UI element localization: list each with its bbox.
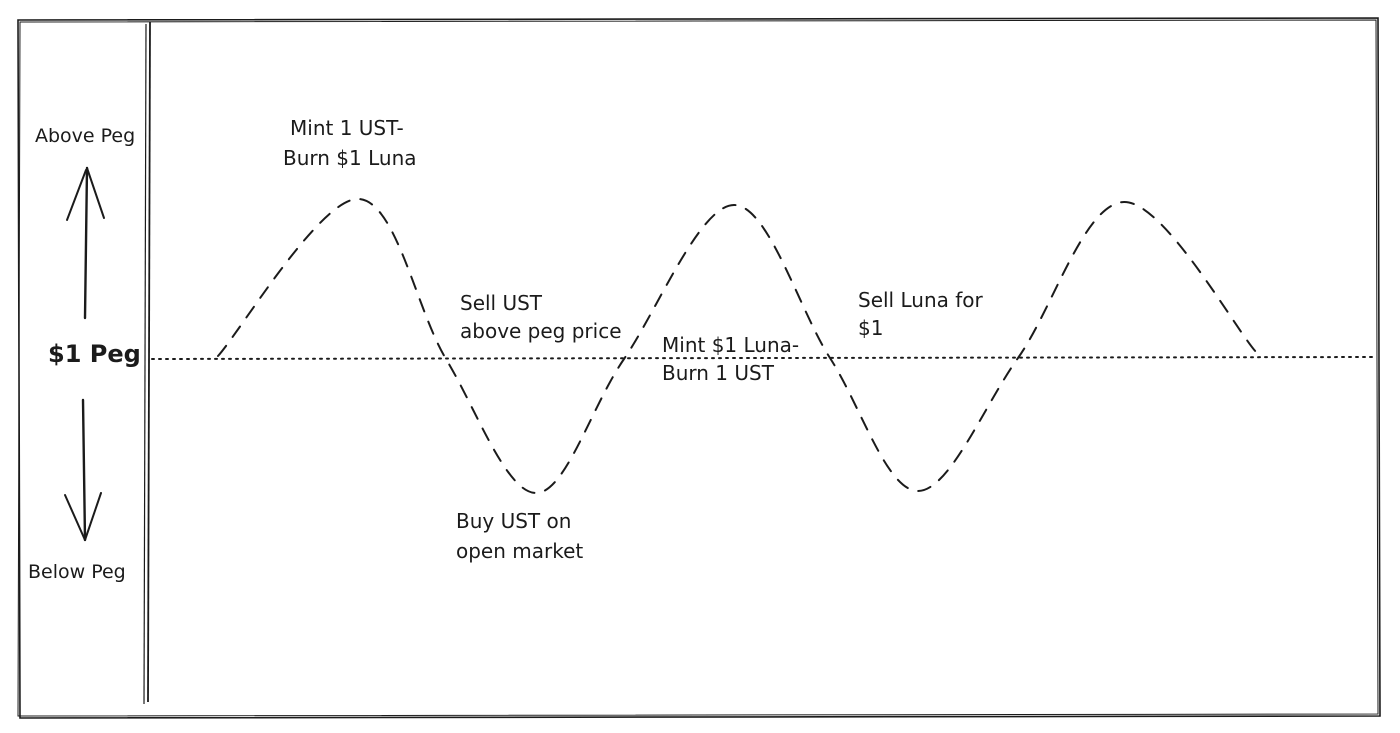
sell-ust-line-1: Sell UST [460, 291, 543, 315]
buy-ust-line-2: open market [456, 539, 583, 563]
up-arrow-icon [66, 166, 105, 320]
mint-ust-line-2: Burn $1 Luna [283, 146, 417, 170]
sell-luna-line-1: Sell Luna for [858, 288, 984, 312]
buy-ust-annotation: Buy UST on open market [456, 509, 583, 563]
mint-luna-annotation: Mint $1 Luna- Burn 1 UST [662, 333, 805, 385]
sell-ust-annotation: Sell UST above peg price [460, 291, 622, 343]
sell-ust-line-2: above peg price [460, 319, 622, 343]
mint-luna-line-1: Mint $1 Luna- [662, 333, 799, 357]
buy-ust-line-1: Buy UST on [456, 509, 571, 533]
above-peg-label: Above Peg [35, 125, 135, 147]
below-peg-label: Below Peg [28, 561, 126, 583]
price-wave [217, 197, 1257, 495]
peg-line [151, 356, 1375, 360]
price-axis-line [143, 21, 151, 705]
sell-luna-line-2: $1 [858, 316, 883, 340]
mint-luna-line-2: Burn 1 UST [662, 361, 775, 385]
diagram-frame [17, 17, 1381, 719]
mint-ust-line-1: Mint 1 UST- [290, 116, 404, 140]
peg-label: $1 Peg [48, 340, 141, 368]
down-arrow-icon [64, 398, 102, 542]
mint-ust-annotation: Mint 1 UST- Burn $1 Luna [283, 116, 417, 170]
sell-luna-annotation: Sell Luna for $1 [858, 288, 989, 340]
